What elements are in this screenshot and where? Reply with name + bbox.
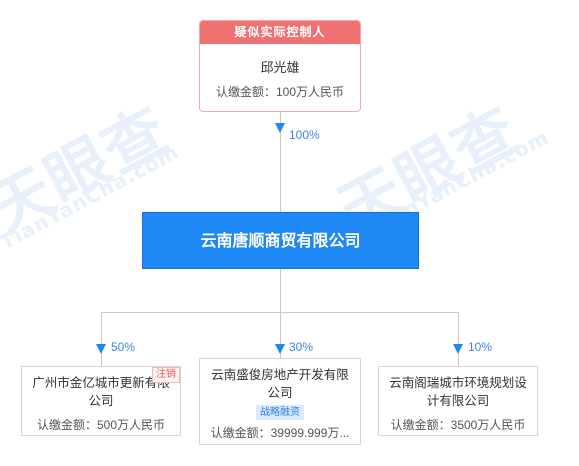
subsidiary-amount-1: 认缴金额：500万人民币 (36, 418, 166, 432)
connector-horizontal (101, 312, 458, 313)
connector-controller-main (280, 112, 281, 212)
subsidiary-name-2[interactable]: 云南盛俊房地产开发有限 公司 (200, 366, 360, 402)
subsidiary-name-1-line2: 公司 (88, 394, 114, 408)
connector-sub-2 (280, 312, 281, 358)
subsidiary-amount-3: 认缴金额：3500万人民币 (390, 418, 526, 432)
sub-1-share: 50% (111, 340, 136, 354)
subsidiary-name-3-line1: 云南阁瑞城市环境规划设 (389, 376, 527, 390)
connector-sub-1 (101, 312, 102, 366)
main-company-node[interactable]: 云南唐顺商贸有限公司 (142, 212, 419, 269)
sub-3-share: 10% (468, 340, 493, 354)
controller-badge: 疑似实际控制人 (200, 21, 360, 44)
subsidiary-amount-2: 认缴金额：39999.999万... (210, 426, 350, 440)
subsidiary-node-3[interactable]: 云南阁瑞城市环境规划设 计有限公司 认缴金额：3500万人民币 (378, 366, 538, 436)
controller-node[interactable]: 疑似实际控制人 邱光雄 认缴金额：100万人民币 (199, 20, 361, 112)
subsidiary-name-3-line2: 计有限公司 (426, 394, 490, 408)
connector-sub-3 (458, 312, 459, 366)
subsidiary-name-3[interactable]: 云南阁瑞城市环境规划设 计有限公司 (379, 374, 537, 410)
status-badge-cancelled: 注销 (152, 367, 180, 383)
subsidiary-name-2-line2: 公司 (267, 386, 293, 400)
subsidiary-node-2[interactable]: 云南盛俊房地产开发有限 公司 战略融资 认缴金额：39999.999万... (199, 358, 361, 445)
controller-share: 100% (289, 128, 320, 142)
connector-main-down (280, 269, 281, 312)
sub-2-share: 30% (289, 340, 314, 354)
financing-tag-wrap: 战略融资 (200, 402, 360, 420)
subsidiary-name-1-line1: 广州市金亿城市更新有限 (32, 376, 170, 390)
arrow-controller-main (275, 123, 285, 133)
financing-badge: 战略融资 (256, 405, 304, 420)
subsidiary-node-1[interactable]: 注销 广州市金亿城市更新有限 公司 认缴金额：500万人民币 (21, 366, 181, 436)
subsidiary-name-2-line1: 云南盛俊房地产开发有限 (211, 368, 349, 382)
controller-amount: 认缴金额：100万人民币 (215, 85, 345, 99)
arrow-sub-2 (275, 344, 285, 354)
arrow-sub-3 (453, 344, 463, 354)
controller-name[interactable]: 邱光雄 (260, 60, 300, 75)
arrow-sub-1 (96, 344, 106, 354)
subsidiary-name-1[interactable]: 广州市金亿城市更新有限 公司 (22, 374, 180, 410)
